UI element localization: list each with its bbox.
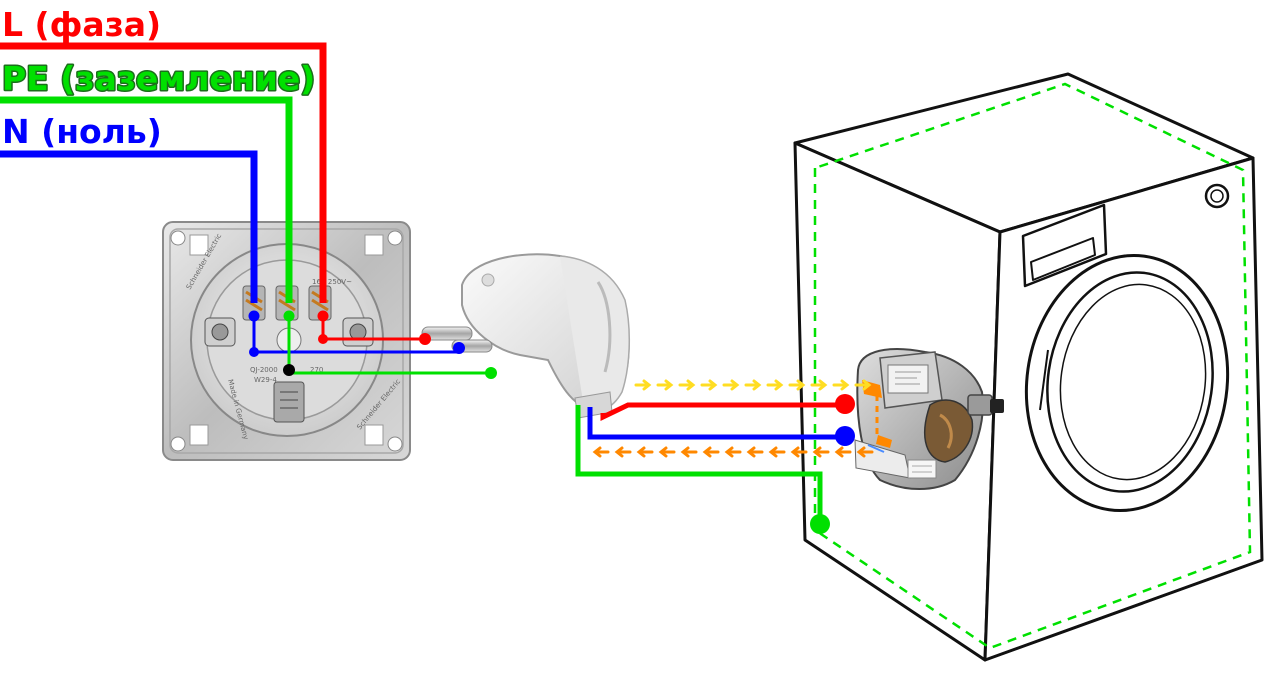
dot-neutral-motor	[835, 426, 855, 446]
flow-arrow-return	[856, 446, 874, 458]
wire-neutral	[0, 150, 258, 303]
socket-part: 270	[310, 366, 323, 374]
socket-rating: 16A 250V~	[312, 278, 352, 286]
socket-code: W29-4	[254, 376, 277, 384]
label-phase: L (фаза)	[2, 5, 161, 44]
control-knob-icon	[1204, 183, 1230, 209]
flow-arrow-return	[592, 446, 610, 458]
dot-phase-plug	[419, 333, 431, 345]
dot-phase-motor	[835, 394, 855, 414]
flow-arrow-forward	[744, 379, 762, 391]
flow-arrow-forward	[656, 379, 674, 391]
machine-panel-line	[999, 157, 1254, 233]
door-outer	[1024, 253, 1230, 513]
plug-pin-top	[421, 326, 473, 341]
flow-arrow-return	[724, 446, 742, 458]
door-hinge	[1039, 349, 1049, 411]
door-inner	[1046, 271, 1214, 493]
flow-arrow-return	[834, 446, 852, 458]
cord-phase	[600, 402, 845, 421]
flow-arrow-forward	[810, 379, 828, 391]
flow-arrows-return	[592, 446, 874, 458]
dot-phase-socket	[317, 310, 329, 322]
cord-neutral	[587, 407, 845, 440]
socket-model: QJ-2000	[250, 366, 278, 374]
flow-arrow-return	[680, 446, 698, 458]
dot-neutral-socket	[248, 310, 260, 322]
machine-base	[804, 538, 1263, 662]
flow-arrow-forward	[766, 379, 784, 391]
door-glass	[1059, 283, 1207, 481]
ground-contour	[813, 82, 1252, 650]
flow-arrow-forward	[722, 379, 740, 391]
dot-ground-body	[810, 514, 830, 534]
flow-arrow-forward	[678, 379, 696, 391]
wire-ground	[0, 96, 293, 303]
flow-arrow-forward	[634, 379, 652, 391]
flow-arrow-forward	[700, 379, 718, 391]
detergent-drawer	[1021, 203, 1108, 288]
dot-neutral-plug	[453, 342, 465, 354]
flow-arrows-forward	[634, 379, 872, 391]
flow-arrow-forward	[832, 379, 850, 391]
motor	[854, 348, 1004, 490]
flow-arrow-forward	[788, 379, 806, 391]
wire-phase	[0, 42, 327, 303]
flow-arrow-forward	[854, 379, 872, 391]
drawer-handle	[1030, 237, 1096, 281]
flow-arrow-return	[812, 446, 830, 458]
cord-ground	[575, 405, 823, 524]
dot-ground-socket	[283, 310, 295, 322]
flow-arrow-return	[746, 446, 764, 458]
dot-ground-plug	[485, 367, 497, 379]
flow-arrow-return	[614, 446, 632, 458]
label-ground: PE (заземление)	[2, 59, 315, 98]
flow-arrow-return	[702, 446, 720, 458]
flow-arrow-return	[636, 446, 654, 458]
motor-shaft-icon	[990, 399, 1004, 413]
flow-arrow-return	[790, 446, 808, 458]
flow-arrow-return	[658, 446, 676, 458]
power-plug	[421, 253, 631, 419]
label-neutral: N (ноль)	[2, 112, 162, 151]
flow-arrow-return	[768, 446, 786, 458]
